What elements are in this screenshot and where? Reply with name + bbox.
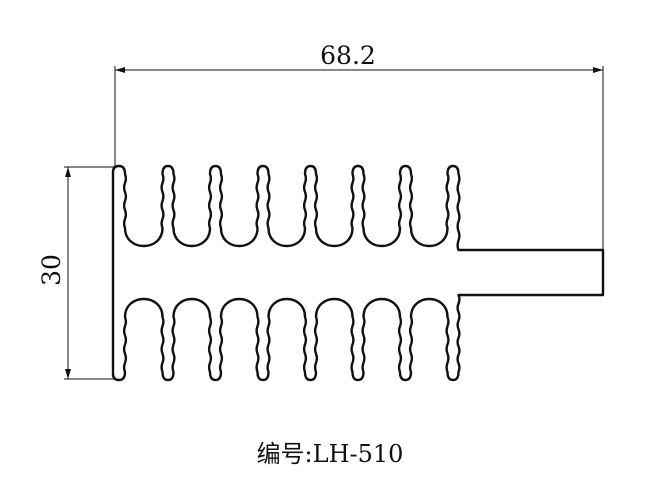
height-dimension-label: 30 [37, 254, 66, 286]
heatsink-profile [111, 164, 605, 382]
width-dimension: 68.2 [114, 41, 604, 250]
width-arrow-left [115, 67, 125, 73]
part-number-caption: 编号:LH-510 [257, 440, 404, 468]
width-dimension-label: 68.2 [320, 41, 376, 70]
height-arrow-top [65, 167, 71, 177]
height-dimension: 30 [37, 166, 118, 380]
width-arrow-right [593, 67, 603, 73]
height-arrow-bottom [65, 369, 71, 379]
